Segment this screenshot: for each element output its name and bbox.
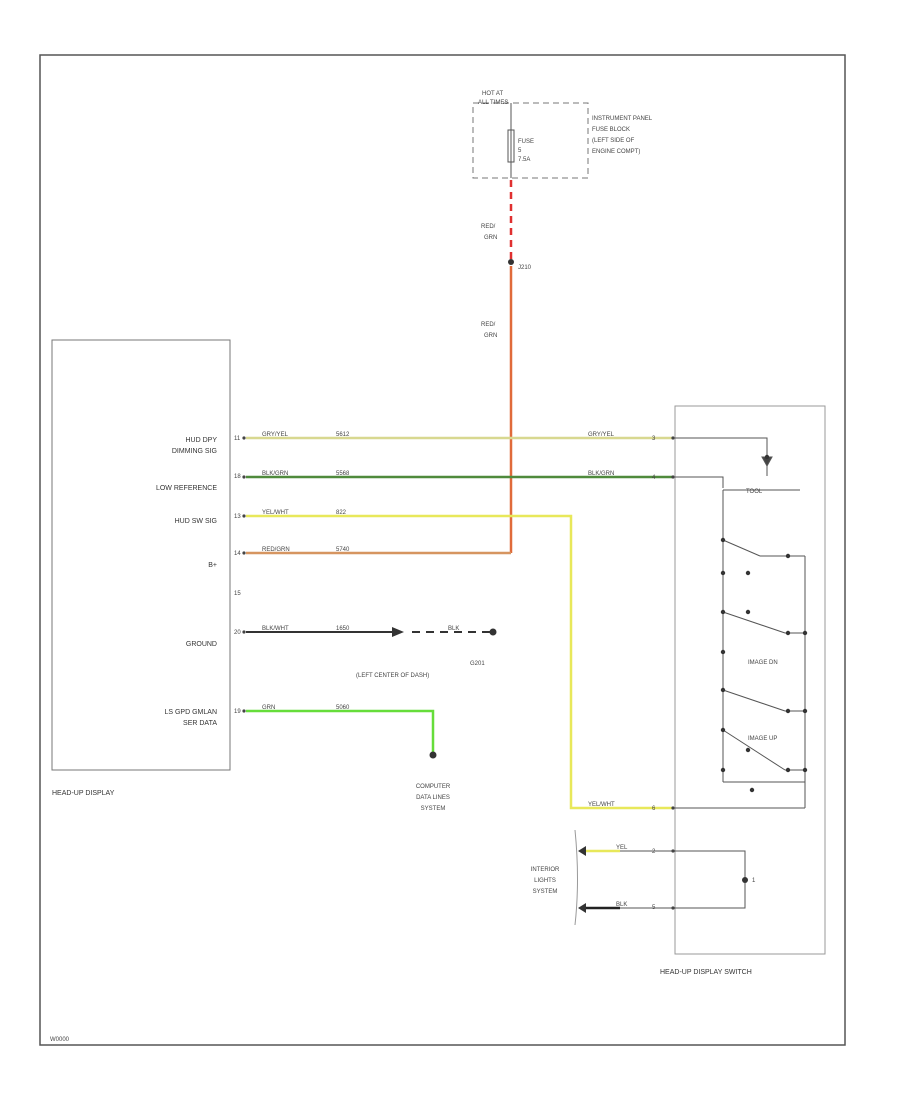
switch-internal — [675, 437, 806, 809]
hud-label-gmlan-1: LS GPD GMLAN — [164, 709, 217, 716]
hot-at-line2: ALL TIMES — [478, 100, 508, 106]
lamp-wire-blk: BLK — [616, 902, 627, 908]
switch-module — [674, 405, 826, 955]
wire-ground-color: BLK/WHT — [262, 626, 289, 632]
sw-wire-swsig-color: YEL/WHT — [588, 802, 615, 808]
switch-label-image-up: IMAGE UP — [748, 736, 777, 742]
interior-note-1: INTERIOR — [531, 867, 560, 873]
lamp-arrow-top-icon — [578, 846, 586, 856]
fuse-block-note-4: ENGINE COMPT) — [592, 149, 640, 155]
page-code: W0000 — [50, 1037, 70, 1043]
data-link-icon — [429, 751, 437, 759]
hud-pin-11: 11 — [234, 436, 241, 442]
fuse-block-note-2: FUSE BLOCK — [592, 127, 630, 133]
diagram-frame — [39, 54, 846, 1046]
wire-gmlan-color: GRN — [262, 705, 275, 711]
wire-top-label-2: GRN — [484, 235, 497, 241]
fuse-icon — [507, 129, 515, 163]
switch-pin-4: 4 — [652, 475, 656, 481]
data-link-note-1: COMPUTER — [416, 784, 451, 790]
wire-ground-circuit: 1650 — [336, 626, 350, 632]
fuse-block-note-1: INSTRUMENT PANEL — [592, 116, 653, 122]
data-link-note-2: DATA LINES — [416, 795, 450, 801]
switch-contacts — [720, 454, 808, 793]
wire-swsig — [246, 514, 672, 810]
ground-id: G201 — [470, 661, 485, 667]
wire-mid-label-2: GRN — [484, 333, 497, 339]
fuse-number: 5 — [518, 148, 522, 154]
hud-label-dimming-1: HUD DPY — [185, 437, 217, 444]
interior-note-3: SYSTEM — [533, 889, 558, 895]
switch-pin-3: 3 — [652, 436, 656, 442]
ground-note: (LEFT CENTER OF DASH) — [356, 673, 429, 679]
lamp-wire-yel: YEL — [616, 845, 628, 851]
wire-dimming-color: GRY/YEL — [262, 432, 289, 438]
hud-pin-18: 18 — [234, 474, 241, 480]
lamp-arrow-bottom-icon — [578, 903, 586, 913]
wire-mid-label-1: RED/ — [481, 322, 496, 328]
hud-pin-19: 19 — [234, 709, 241, 715]
switch-label-image-dn: IMAGE DN — [748, 660, 778, 666]
fuse-block-note-3: (LEFT SIDE OF — [592, 138, 635, 144]
wire-dimming-circuit: 5612 — [336, 432, 350, 438]
switch-module-name: HEAD-UP DISPLAY SWITCH — [660, 969, 752, 976]
hud-pin-14: 14 — [234, 551, 241, 557]
wire-gmlan — [246, 709, 435, 752]
fuse-label: FUSE — [518, 139, 534, 145]
switch-label-tool: TOOL — [746, 489, 763, 495]
hud-module-name: HEAD-UP DISPLAY — [52, 790, 115, 797]
hud-label-gmlan-2: SER DATA — [183, 720, 217, 727]
sw-wire-dimming-color: GRY/YEL — [588, 432, 615, 438]
lamp-id: 1 — [752, 878, 756, 884]
switch-pin-2: 2 — [652, 849, 656, 855]
connector-bracket — [574, 829, 578, 926]
connector-arrow-icon — [392, 627, 404, 637]
wire-top-label-1: RED/ — [481, 224, 496, 230]
hud-label-bplus: B+ — [208, 562, 217, 569]
wire-bplus-circuit: 5740 — [336, 547, 350, 553]
wire-swsig-color: YEL/WHT — [262, 510, 289, 516]
hud-pin-markers — [242, 436, 675, 910]
hud-label-ground: GROUND — [186, 641, 217, 648]
splice-id: J210 — [518, 265, 532, 271]
wire-swsig-circuit: 822 — [336, 510, 347, 516]
splice-dot — [508, 259, 514, 265]
lamp-circuit — [585, 850, 746, 909]
lamp-icon — [742, 877, 748, 883]
fuse-block — [472, 102, 589, 179]
hud-label-lowref: LOW REFERENCE — [156, 485, 217, 492]
wire-lowref-circuit: 5568 — [336, 471, 350, 477]
sw-wire-lowref-color: BLK/GRN — [588, 471, 614, 477]
wire-lowref-color: BLK/GRN — [262, 471, 288, 477]
data-link-note-3: SYSTEM — [421, 806, 446, 812]
interior-note-2: LIGHTS — [534, 878, 556, 884]
hud-pin-13: 13 — [234, 514, 241, 520]
hud-pin-20: 20 — [234, 630, 241, 636]
hud-label-swsig: HUD SW SIG — [175, 518, 217, 525]
switch-pin-6: 6 — [652, 806, 656, 812]
hud-pin-15: 15 — [234, 591, 241, 597]
wire-gmlan-circuit: 5060 — [336, 705, 350, 711]
fuse-rating: 7.5A — [518, 157, 530, 163]
ground-point-icon — [489, 628, 497, 636]
hud-label-dimming-2: DIMMING SIG — [172, 448, 217, 455]
wire-bplus-color: RED/GRN — [262, 547, 290, 553]
hot-at-line1: HOT AT — [482, 91, 503, 97]
hud-module — [51, 339, 231, 771]
wire-ground-blk: BLK — [448, 626, 459, 632]
